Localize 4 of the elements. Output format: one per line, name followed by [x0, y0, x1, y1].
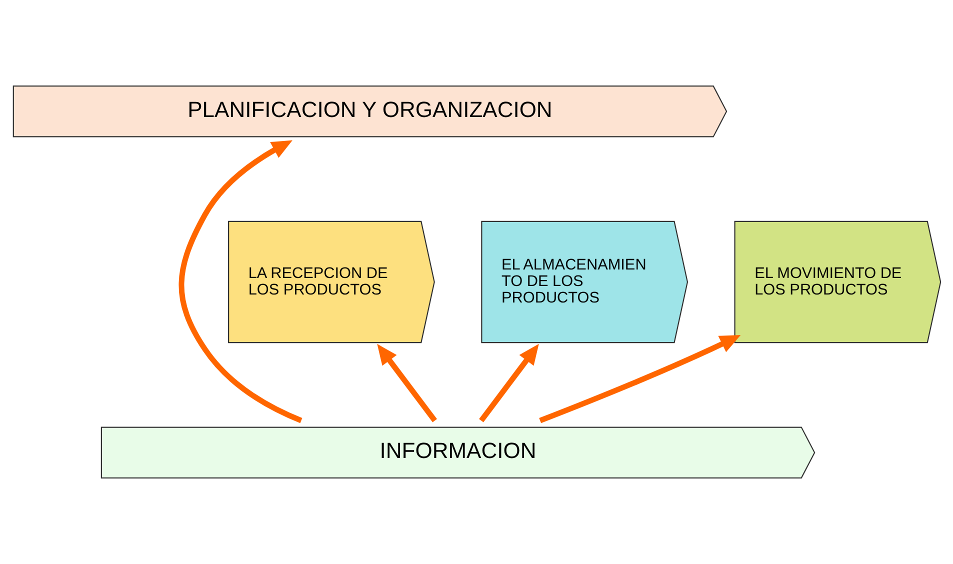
- arrow: [478, 344, 538, 422]
- arrow: [376, 344, 436, 422]
- arrow: [178, 140, 302, 424]
- arrow: [538, 334, 740, 424]
